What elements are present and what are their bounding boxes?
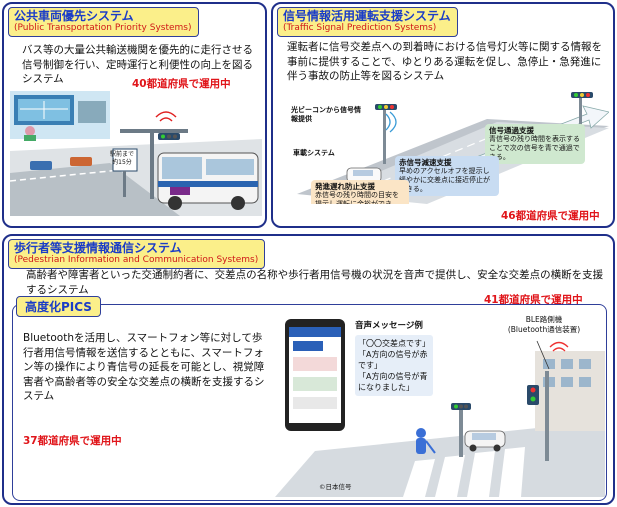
tsps-title: 信号情報活用運転支援システム [283, 9, 451, 23]
start-delay-text: 赤信号の残り時間の目安を提示し運転に余裕ができる。 [315, 191, 399, 204]
bus-stop-sign: 駅前まで 約15分 [109, 151, 135, 167]
voice-message-1: 「〇〇交差点です」 [358, 339, 430, 348]
bus-stop-sign-line2: 約15分 [112, 159, 132, 166]
voice-message-3: 「A方向の信号が青になりました」 [358, 372, 428, 392]
signal-prediction-illustration: 光ビーコンから信号情報提供 車載システム 信号通過支援 青信号の残り時間を表示す… [287, 84, 609, 204]
green-pass-support: 信号通過支援 青信号の残り時間を表示することで次の信号を青で通過できる。 [485, 124, 585, 164]
beacon-label: 光ビーコンから信号情報提供 [291, 106, 361, 123]
pics-title: 歩行者等支援情報通信システム [14, 241, 182, 255]
green-pass-text: 青信号の残り時間を表示することで次の信号を青で通過できる。 [489, 135, 580, 161]
start-delay-support: 発進遅れ防止支援 赤信号の残り時間の目安を提示し運転に余裕ができる。 [311, 180, 409, 204]
voice-messages: 「〇〇交差点です」 「A方向の信号が赤です」 「A方向の信号が青になりました」 [355, 335, 433, 396]
bus-stop-sign-line1: 駅前まで [109, 151, 134, 158]
bus-illustration-svg [10, 91, 262, 216]
tsps-description: 運転者に信号交差点への到着時における信号灯火等に関する情報を事前に提供することで… [287, 41, 602, 82]
phone-credit: ©日本信号 [319, 483, 352, 491]
pics-description: 高齢者や障害者といった交通制約者に、交差点の名称や歩行者用信号機の状況を音声で提… [26, 269, 604, 296]
green-pass-title: 信号通過支援 [489, 126, 534, 135]
pics-status: 41都道府県で運用中 [484, 294, 583, 306]
pics-title-box: 歩行者等支援情報通信システム (Pedestrian Information a… [8, 239, 266, 269]
tsps-title-box: 信号情報活用運転支援システム (Traffic Signal Predictio… [277, 7, 458, 37]
advanced-pics-status: 37都道府県で運用中 [23, 435, 122, 447]
ptps-title: 公共車両優先システム [14, 9, 134, 23]
voice-title: 音声メッセージ例 [355, 321, 423, 331]
red-slowdown-title: 赤信号減速支援 [399, 158, 452, 167]
pics-panel: 歩行者等支援情報通信システム (Pedestrian Information a… [2, 234, 615, 505]
pics-title-en: (Pedestrian Information and Communicatio… [14, 255, 259, 265]
ptps-description: バス等の大量公共輸送機関を優先的に走行させる信号制御を行い、定時運行と利便性の向… [22, 44, 253, 85]
tsps-panel: 信号情報活用運転支援システム (Traffic Signal Predictio… [271, 2, 615, 228]
ptps-panel: 公共車両優先システム (Public Transportation Priori… [2, 2, 267, 228]
voice-message-2: 「A方向の信号が赤です」 [358, 350, 428, 370]
ble-sub-label: (Bluetooth通信装置) [507, 325, 581, 334]
advanced-pics-box: Bluetoothを活用し、スマートフォン等に対して歩行者用信号情報を送信すると… [12, 304, 607, 501]
onboard-label: 車載システム [293, 149, 335, 157]
advanced-pics-title: 高度化PICS [16, 296, 101, 317]
tsps-title-en: (Traffic Signal Prediction Systems) [283, 23, 437, 33]
red-slowdown-text: 早めのアクセルオフを提示し緩やかに交差点に接近停止ができる。 [399, 167, 490, 193]
ble-device-label: BLE路側機 (Bluetooth通信装置) [489, 315, 599, 335]
red-slowdown-support: 赤信号減速支援 早めのアクセルオフを提示し緩やかに交差点に接近停止ができる。 [395, 156, 499, 196]
ptps-title-en: (Public Transportation Priority Systems) [14, 23, 192, 33]
voice-message-box: 音声メッセージ例 「〇〇交差点です」 「A方向の信号が赤です」 「A方向の信号が… [355, 321, 433, 396]
ptps-title-box: 公共車両優先システム (Public Transportation Priori… [8, 7, 199, 37]
ptps-status: 40都道府県で運用中 [132, 78, 231, 90]
crosswalk-illustration-svg [275, 319, 605, 497]
bus-priority-illustration: 駅前まで 約15分 [10, 91, 262, 216]
start-delay-title: 発進遅れ防止支援 [315, 182, 375, 191]
ble-label: BLE路側機 [525, 315, 563, 324]
advanced-pics-description: Bluetoothを活用し、スマートフォン等に対して歩行者用信号情報を送信すると… [23, 332, 265, 402]
tsps-status: 46都道府県で運用中 [501, 210, 600, 222]
pics-illustration: ©日本信号 音声メッセージ例 「〇〇交差点です」 「A方向の信号が赤です」 「A… [275, 311, 605, 497]
